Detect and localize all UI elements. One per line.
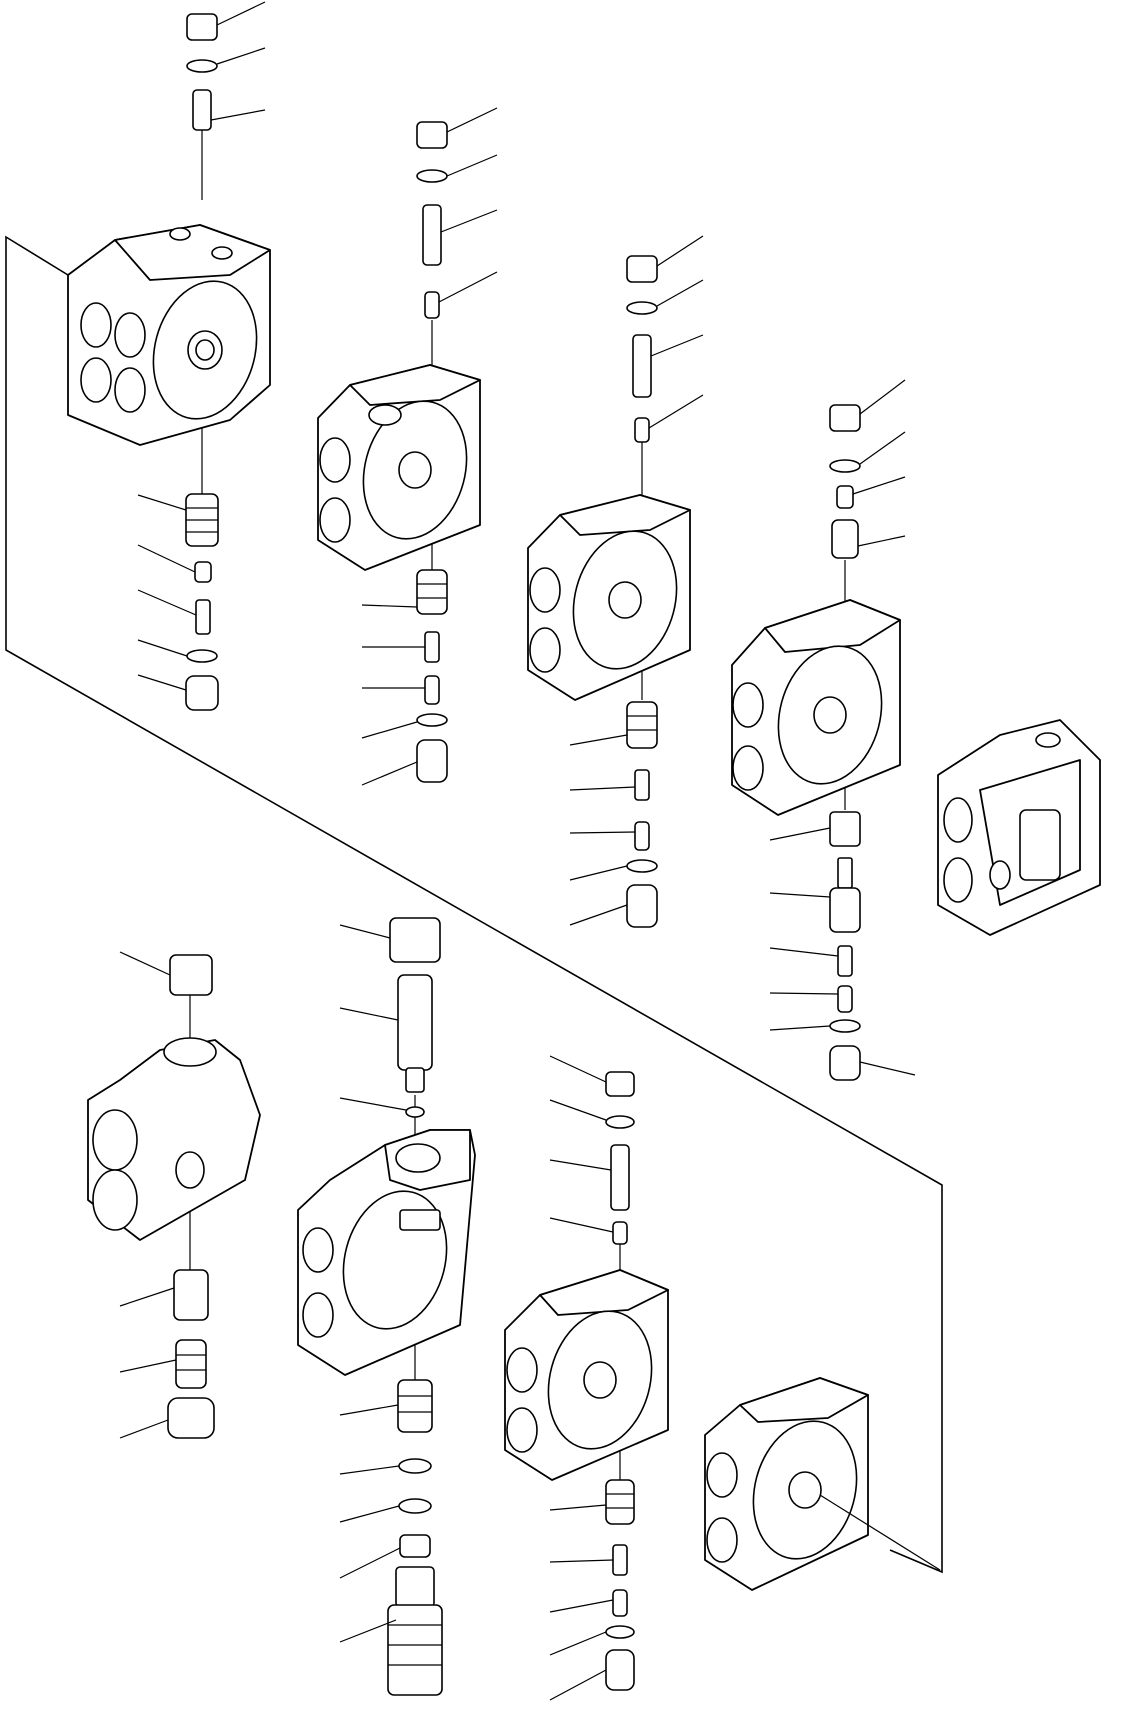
- spring-part: [424, 291, 440, 319]
- plug-part: [185, 675, 219, 711]
- plug-part: [169, 954, 213, 996]
- plug-part: [389, 917, 441, 963]
- spring-part: [836, 485, 854, 509]
- spring-part: [612, 1589, 628, 1617]
- washer-part: [399, 1534, 431, 1558]
- o-ring-part: [186, 649, 218, 663]
- o-ring-part: [186, 59, 218, 73]
- valve-section-4: [731, 404, 901, 1081]
- spring-part: [634, 821, 650, 851]
- valve-part: [632, 334, 652, 398]
- valve-part: [831, 519, 859, 559]
- spring-part: [397, 1379, 433, 1433]
- valve-section-1: [67, 13, 271, 711]
- piston-part: [837, 945, 853, 977]
- spring-part: [424, 675, 440, 705]
- valve-section-2: [317, 121, 481, 783]
- spring-part: [194, 561, 212, 583]
- piston-part: [424, 631, 440, 663]
- o-ring-part: [398, 1498, 432, 1514]
- o-ring-part: [829, 1019, 861, 1033]
- valve-part: [192, 89, 212, 131]
- spring-part: [829, 887, 861, 933]
- o-ring-part: [398, 1458, 432, 1474]
- sleeve-part: [829, 811, 861, 847]
- plug-part: [626, 884, 658, 928]
- end-cover: [937, 719, 1101, 936]
- piston-part: [612, 1544, 628, 1576]
- o-ring-part: [416, 713, 448, 727]
- plug-part: [829, 404, 861, 432]
- sleeve-part: [173, 1269, 209, 1321]
- o-ring-part: [416, 169, 448, 183]
- o-ring-part: [605, 1625, 635, 1639]
- o-ring-part: [829, 459, 861, 473]
- leader-lines: [119, 1, 941, 1701]
- plug-part: [829, 1045, 861, 1081]
- valve-section-8: [704, 1377, 869, 1591]
- plug-part: [416, 739, 448, 783]
- plug-part: [416, 121, 448, 149]
- spring-part: [626, 701, 658, 749]
- spring-part: [612, 1221, 628, 1245]
- spring-part: [605, 1479, 635, 1525]
- valve-part: [610, 1144, 630, 1211]
- valve-section-7: [504, 1071, 669, 1691]
- inlet-block: [87, 954, 261, 1439]
- valve-section-3: [527, 255, 691, 928]
- o-ring-part: [605, 1115, 635, 1129]
- nut-part: [395, 1566, 435, 1608]
- valve-part: [397, 974, 433, 1071]
- spring-part: [634, 417, 650, 443]
- spring-part: [175, 1339, 207, 1389]
- plug-part: [626, 255, 658, 283]
- plug-part: [605, 1071, 635, 1097]
- o-ring-part: [626, 859, 658, 873]
- relief-valve-cartridge: [387, 1604, 443, 1696]
- relief-section: [297, 917, 476, 1696]
- piston-part: [195, 599, 211, 635]
- o-ring-part: [626, 301, 658, 315]
- plug-part: [186, 13, 218, 41]
- plug-part: [167, 1397, 215, 1439]
- piston-part: [634, 769, 650, 801]
- stem-part: [405, 1067, 425, 1093]
- stem-part: [837, 857, 853, 889]
- assembly-outline: [5, 235, 943, 1574]
- spring-part: [837, 985, 853, 1013]
- spring-part: [416, 569, 448, 615]
- plug-part: [605, 1649, 635, 1691]
- o-ring-part: [405, 1106, 425, 1118]
- valve-part: [422, 204, 442, 266]
